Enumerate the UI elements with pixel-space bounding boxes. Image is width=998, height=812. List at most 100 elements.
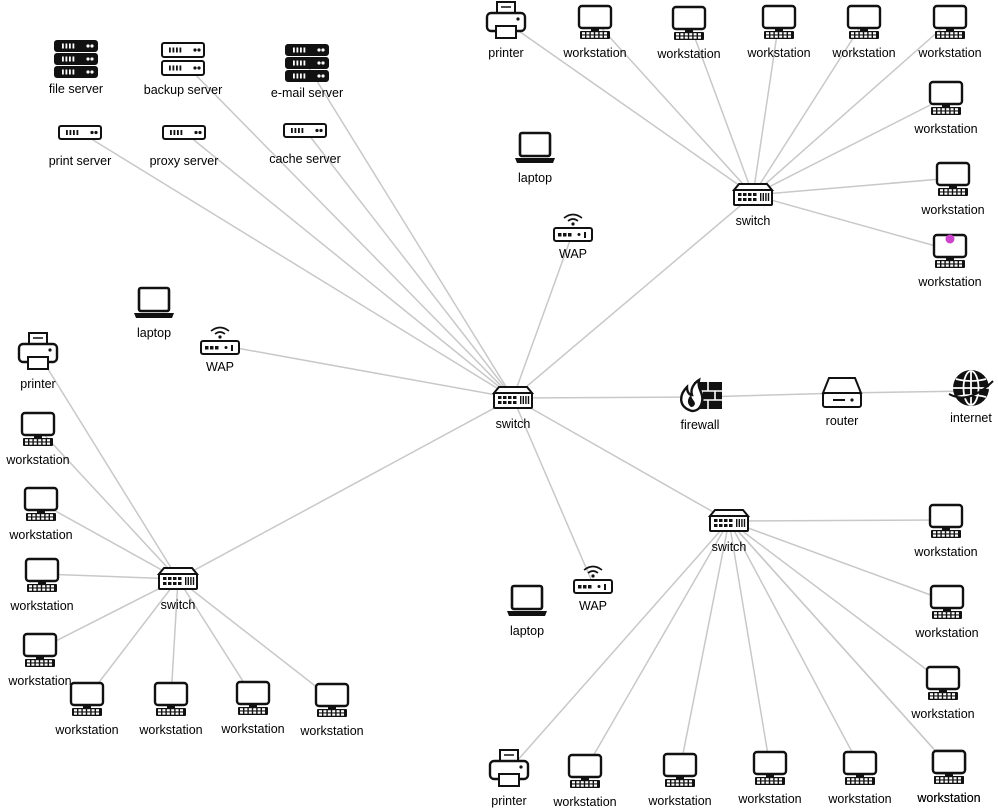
node-ws-t2[interactable]: workstation [656, 5, 721, 61]
node-wap-left[interactable]: WAP [200, 326, 240, 375]
node-label: workstation [647, 794, 711, 808]
node-ws-t5[interactable]: workstation [917, 4, 982, 60]
workstation-icon [20, 411, 56, 446]
workstation-icon [752, 750, 788, 785]
node-switch-right[interactable]: switch [707, 509, 751, 554]
node-ws-t6[interactable]: workstation [913, 80, 978, 136]
link-core-switch-backup-server [182, 61, 514, 399]
node-label: firewall [681, 418, 720, 432]
node-ws-r2[interactable]: workstation [914, 584, 979, 640]
link-switch-top-ws-t6 [752, 96, 947, 196]
node-ws-t7[interactable]: workstation [920, 161, 985, 217]
switch-icon [731, 183, 775, 206]
node-file-server[interactable]: file server [49, 40, 103, 96]
wireless-access-point-icon [200, 326, 240, 355]
node-internet[interactable]: internet [948, 370, 994, 425]
node-label: workstation [138, 723, 202, 737]
node-printer-left[interactable]: printer [17, 332, 59, 391]
node-ws-b1[interactable]: workstation [552, 753, 617, 809]
node-cache-server[interactable]: cache server [269, 123, 341, 166]
node-laptop-left[interactable]: laptop [134, 286, 174, 340]
workstation-icon [932, 233, 968, 268]
workstation-icon [314, 682, 350, 717]
printer-icon [17, 332, 59, 370]
node-ws-l2[interactable]: workstation [8, 486, 73, 542]
workstation-icon [932, 4, 968, 39]
workstation-icon [22, 632, 58, 667]
workstation-icon [928, 80, 964, 115]
node-ws-b3[interactable]: workstation [737, 750, 802, 806]
node-ws-r4[interactable]: workstation [916, 749, 981, 805]
server-unit-icon [162, 125, 206, 140]
node-ws-b4[interactable]: workstation [827, 750, 892, 806]
node-ws-l5[interactable]: workstation [54, 681, 119, 737]
node-print-server[interactable]: print server [49, 125, 112, 168]
switch-icon [491, 386, 535, 409]
node-router[interactable]: router [821, 377, 863, 428]
node-switch-left[interactable]: switch [156, 567, 200, 612]
node-label: workstation [299, 724, 363, 738]
node-label: switch [496, 417, 531, 431]
node-ws-l8[interactable]: workstation [299, 682, 364, 738]
router-icon [821, 377, 863, 408]
node-label: workstation [920, 203, 984, 217]
link-core-switch-wap-bottom [512, 397, 594, 585]
workstation-icon [925, 665, 961, 700]
link-switch-right-ws-b1 [584, 520, 730, 771]
node-proxy-server[interactable]: proxy server [150, 125, 219, 168]
node-ws-l4[interactable]: workstation [7, 632, 72, 688]
link-switch-left-ws-l6 [170, 578, 179, 699]
laptop-icon [134, 286, 174, 318]
firewall-icon [680, 377, 722, 413]
node-ws-b2[interactable]: workstation [647, 752, 712, 808]
link-switch-right-ws-b4 [728, 520, 861, 768]
node-firewall[interactable]: firewall [680, 377, 722, 432]
node-core-switch[interactable]: switch [491, 386, 535, 431]
node-label: proxy server [150, 154, 219, 168]
link-switch-left-ws-l5 [86, 578, 179, 699]
switch-icon [156, 567, 200, 590]
link-core-switch-wap-top [512, 231, 574, 399]
node-laptop-top[interactable]: laptop [515, 131, 555, 185]
node-label: workstation [917, 275, 981, 289]
link-switch-left-ws-l4 [39, 578, 179, 650]
link-switch-top-ws-t8 [752, 194, 951, 251]
server-unit-icon [283, 123, 327, 138]
node-wap-top[interactable]: WAP [553, 213, 593, 262]
node-email-server[interactable]: e-mail server [271, 44, 343, 100]
server-stack-icon [161, 42, 205, 76]
node-printer-bottom[interactable]: printer [488, 749, 530, 808]
node-ws-t3[interactable]: workstation [746, 4, 811, 60]
node-label: workstation [7, 674, 71, 688]
workstation-icon [671, 5, 707, 40]
node-label: WAP [206, 360, 234, 374]
node-ws-t8[interactable]: workstation [917, 233, 982, 290]
node-ws-r1[interactable]: workstation [913, 503, 978, 559]
node-ws-l3[interactable]: workstation [9, 557, 74, 613]
workstation-icon [577, 4, 613, 39]
node-ws-r3[interactable]: workstation [910, 665, 975, 721]
node-ws-t4[interactable]: workstation [831, 4, 896, 60]
link-core-switch-email-server [306, 64, 514, 399]
node-laptop-bottom[interactable]: laptop [507, 584, 547, 638]
node-printer-top[interactable]: printer [485, 1, 527, 60]
node-ws-l1[interactable]: workstation [5, 411, 70, 467]
node-ws-t1[interactable]: workstation [562, 4, 627, 60]
node-label: workstation [916, 791, 980, 805]
link-switch-left-printer-left [37, 352, 179, 580]
node-label: laptop [137, 326, 171, 340]
server-unit-icon [58, 125, 102, 140]
node-ws-l7[interactable]: workstation [220, 680, 285, 736]
node-label: printer [491, 794, 526, 808]
node-backup-server[interactable]: backup server [144, 42, 223, 97]
node-label: workstation [910, 707, 974, 721]
node-label: WAP [579, 599, 607, 613]
node-label: router [826, 414, 859, 428]
workstation-icon [846, 4, 882, 39]
node-wap-bottom[interactable]: WAP [573, 565, 613, 614]
link-switch-right-ws-b3 [728, 520, 771, 768]
node-ws-l6[interactable]: workstation [138, 681, 203, 737]
node-switch-top[interactable]: switch [731, 183, 775, 228]
